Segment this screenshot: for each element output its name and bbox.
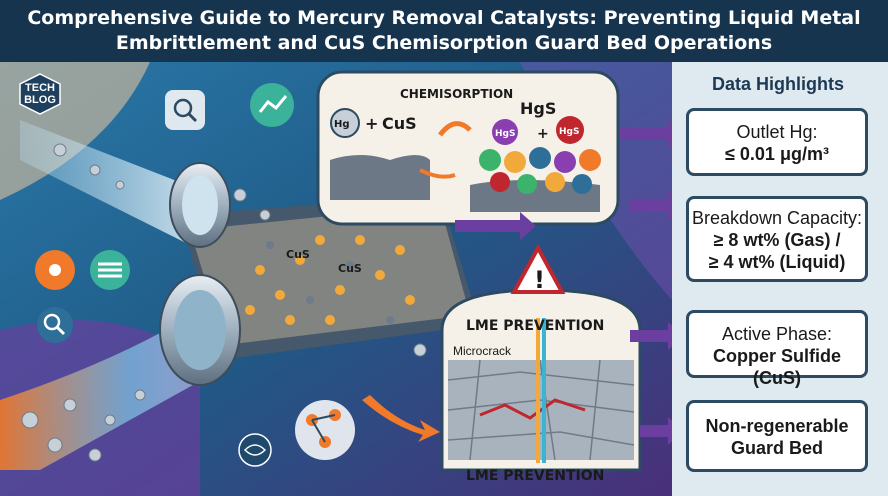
highlight-outlet-hg-label: Outlet Hg: — [736, 122, 818, 142]
page-title-line-1: Comprehensive Guide to Mercury Removal C… — [27, 7, 861, 29]
trend-chart-icon — [250, 83, 294, 127]
magnifier-icon — [37, 307, 73, 343]
lme-arrow — [362, 395, 440, 442]
pipe-outlet-opening — [174, 290, 226, 370]
highlight-breakdown-label: Breakdown Capacity: — [691, 208, 863, 228]
hgs-bead-label-1: HgS — [495, 129, 515, 139]
lme-title-bottom: LME PREVENTION — [466, 468, 604, 484]
cus-reactant-label: CuS — [382, 114, 417, 133]
highlight-breakdown-capacity: Breakdown Capacity: ≥ 8 wt% (Gas) / ≥ 4 … — [686, 196, 868, 282]
flow-icon — [90, 250, 130, 290]
pipe-interior — [190, 205, 470, 345]
pipe-body — [180, 195, 480, 360]
highlight-outlet-hg: Outlet Hg: ≤ 0.01 μg/m³ — [686, 108, 868, 176]
chemisorption-title: CHEMISORPTION — [400, 87, 513, 101]
logo-line-1: TECH — [25, 82, 55, 94]
lme-title-top: LME PREVENTION — [466, 318, 604, 334]
highlight-outlet-hg-value: ≤ 0.01 μg/m³ — [725, 144, 829, 164]
hgs-product-label: HgS — [520, 99, 556, 118]
hg-atom — [330, 108, 360, 138]
pipe-inlet-opening — [182, 175, 218, 235]
hg-atom-label: Hg — [334, 119, 350, 130]
highlight-guard-bed: Non-regenerable Guard Bed — [686, 400, 868, 472]
highlight-active-phase-value: Copper Sulfide (CuS) — [712, 346, 841, 388]
tech-blog-logo — [19, 73, 61, 115]
hgs-beads — [479, 116, 601, 194]
eye-icon — [238, 433, 272, 467]
highlights-title: Data Highlights — [711, 74, 844, 94]
pipe-cus-label-1: CuS — [286, 248, 310, 261]
hgs-bead-label-2: HgS — [559, 127, 579, 137]
highlight-active-phase: Active Phase: Copper Sulfide (CuS) — [686, 310, 868, 388]
highlight-guard-bed-line-1: Non-regenerable — [705, 416, 849, 436]
lme-panel — [440, 243, 642, 472]
logo-line-2: BLOG — [24, 94, 56, 106]
chemisorption-panel — [316, 70, 620, 226]
reaction-icon — [35, 250, 75, 290]
chart-search-icon — [165, 90, 205, 130]
pipe-cus-label-2: CuS — [338, 262, 362, 275]
page-title-line-2: Embrittlement and CuS Chemisorption Guar… — [115, 32, 773, 54]
highlight-guard-bed-line-2: Guard Bed — [730, 438, 823, 458]
highlight-breakdown-gas: ≥ 8 wt% (Gas) / — [713, 230, 841, 250]
reaction-arrow — [438, 121, 472, 137]
cus-particles — [245, 235, 415, 325]
page-header: Comprehensive Guide to Mercury Removal C… — [0, 0, 888, 62]
mercury-droplets — [21, 143, 427, 462]
spark-line — [419, 168, 456, 179]
illustration: CuS CuS — [0, 62, 684, 496]
highlight-breakdown-liquid: ≥ 4 wt% (Liquid) — [708, 252, 846, 272]
microcrack-label: Microcrack — [453, 344, 512, 358]
reaction-plus: + — [365, 114, 378, 133]
warning-icon: ! — [534, 266, 545, 294]
highlight-active-phase-label: Active Phase: — [721, 324, 833, 344]
bead-plus: + — [537, 126, 549, 142]
molecule-icon — [295, 400, 355, 460]
